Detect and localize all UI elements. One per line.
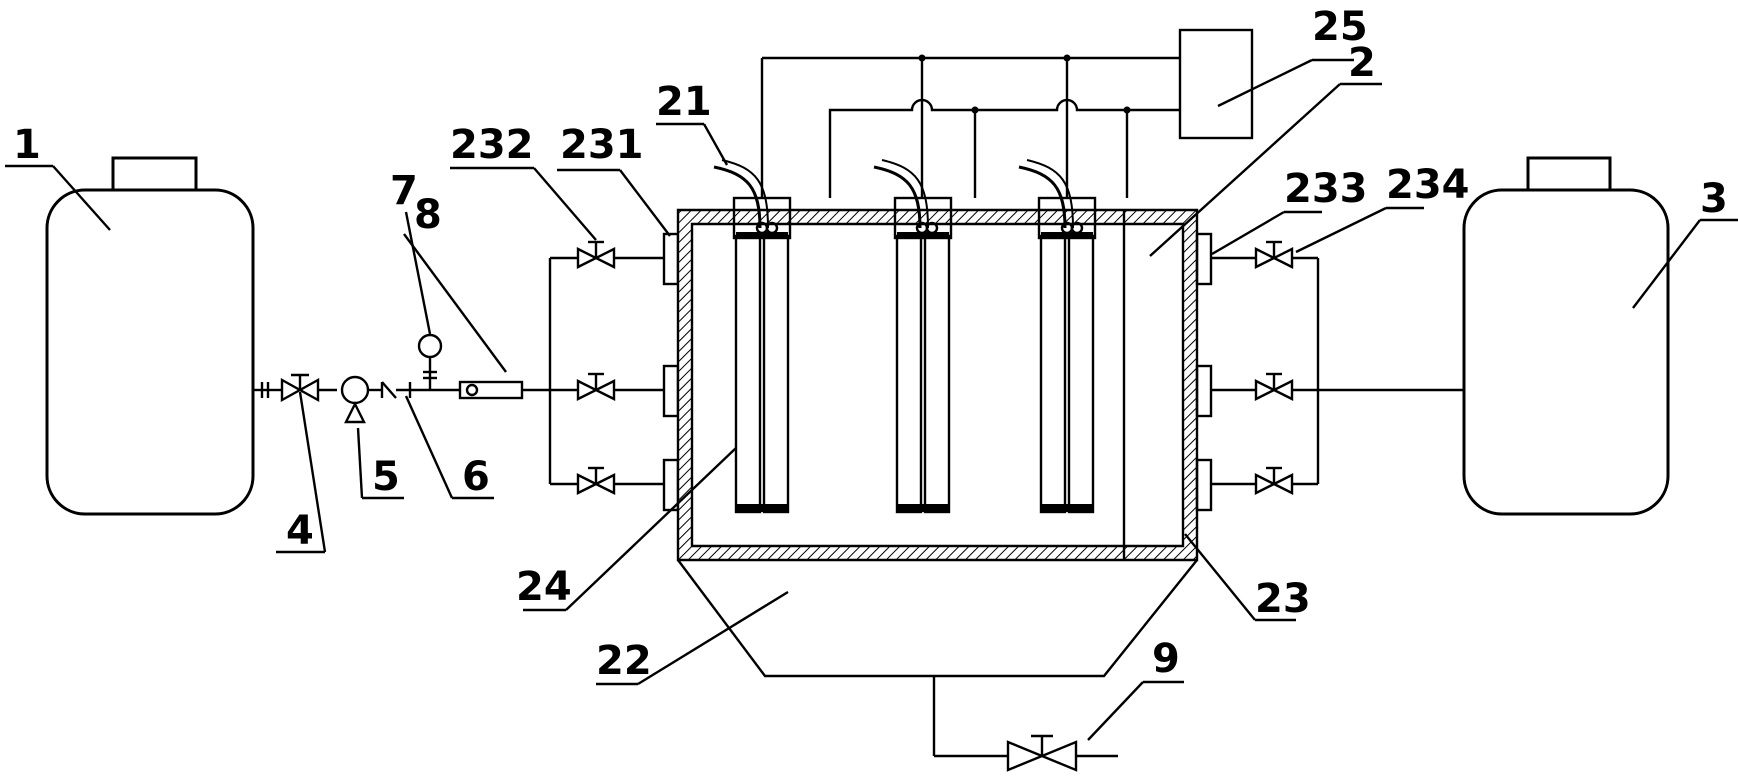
label-25: 25 bbox=[1312, 4, 1368, 50]
label-233: 233 bbox=[1284, 166, 1368, 212]
tank-1 bbox=[45, 156, 255, 516]
label-2: 2 bbox=[1348, 40, 1376, 86]
check-valve-6 bbox=[380, 381, 415, 399]
label-6: 6 bbox=[462, 454, 490, 500]
label-231: 231 bbox=[560, 122, 644, 168]
flowmeter-8 bbox=[458, 380, 524, 400]
reactor-2 bbox=[676, 208, 1199, 678]
outlet-manifold bbox=[1195, 232, 1464, 512]
label-1: 1 bbox=[13, 122, 41, 168]
label-3: 3 bbox=[1700, 176, 1728, 222]
label-22: 22 bbox=[596, 638, 652, 684]
outlet-port-233 bbox=[1195, 232, 1213, 286]
label-23: 23 bbox=[1255, 576, 1311, 622]
label-4: 4 bbox=[286, 508, 314, 554]
label-24: 24 bbox=[516, 564, 572, 610]
inlet-pipeline bbox=[253, 333, 550, 424]
label-7: 7 bbox=[390, 168, 418, 214]
inlet-manifold bbox=[548, 232, 680, 512]
wiring bbox=[760, 54, 1180, 198]
electrode-assembly-2 bbox=[873, 159, 953, 514]
label-232: 232 bbox=[450, 122, 534, 168]
pressure-gauge-7 bbox=[417, 333, 443, 390]
inlet-port-231 bbox=[662, 232, 680, 286]
leader-lines bbox=[5, 58, 1738, 741]
valve-232 bbox=[576, 247, 616, 269]
label-21: 21 bbox=[656, 79, 712, 125]
label-9: 9 bbox=[1152, 636, 1180, 682]
hopper-22 bbox=[677, 559, 1198, 678]
electrode-assembly-1 bbox=[713, 159, 792, 514]
reference-labels: 1 3 25 2 21 232 231 233 234 7 8 4 5 6 24… bbox=[13, 4, 1728, 684]
valve-234 bbox=[1254, 247, 1294, 269]
label-5: 5 bbox=[372, 454, 400, 500]
valve-4 bbox=[280, 377, 320, 403]
drain-valve-9 bbox=[1006, 740, 1078, 772]
drain-line bbox=[932, 676, 1118, 772]
label-8: 8 bbox=[414, 192, 442, 238]
pump-5 bbox=[340, 375, 370, 424]
tank-3 bbox=[1462, 156, 1670, 516]
electrode-assembly-3 bbox=[1018, 159, 1097, 514]
power-supply-25 bbox=[1178, 28, 1254, 140]
label-234: 234 bbox=[1386, 162, 1470, 208]
